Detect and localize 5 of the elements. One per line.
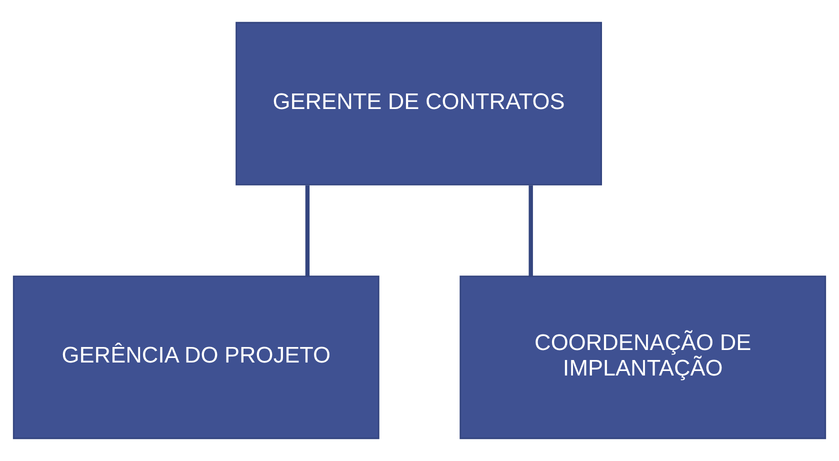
node-box: GERENTE DE CONTRATOS (236, 22, 602, 186)
node-box: COORDENAÇÃO DE IMPLANTAÇÃO (460, 276, 826, 440)
connector (305, 185, 310, 276)
connector (528, 185, 533, 276)
node-box: GERÊNCIA DO PROJETO (12, 276, 380, 440)
